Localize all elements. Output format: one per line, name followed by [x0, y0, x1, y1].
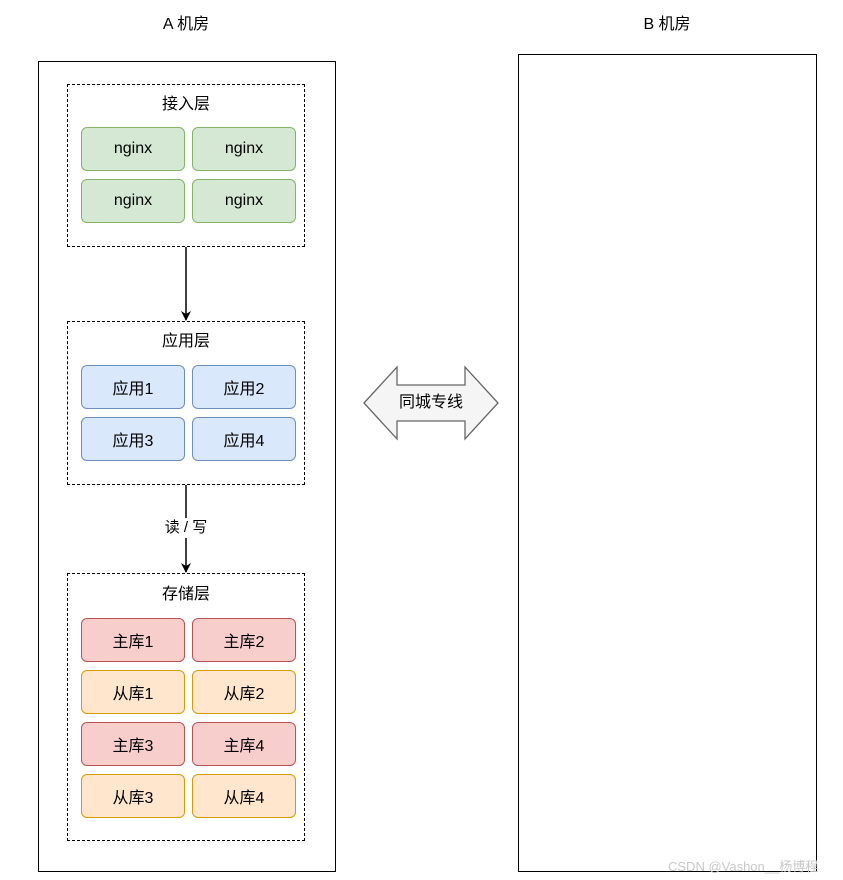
- nginx-node-1: nginx: [81, 127, 185, 171]
- slave-db-3: 从库3: [81, 774, 185, 818]
- room-b-title: B 机房: [643, 16, 691, 33]
- access-layer-group: 接入层 nginx nginx nginx nginx: [67, 84, 305, 247]
- app-layer-title: 应用层: [161, 333, 210, 350]
- nginx-node-3: nginx: [81, 179, 185, 223]
- nginx-node-2: nginx: [192, 127, 296, 171]
- room-a-title: A 机房: [162, 16, 210, 33]
- app-node-2: 应用2: [192, 365, 296, 409]
- link-label: 同城专线: [398, 394, 463, 411]
- room-b-container: [518, 54, 817, 872]
- master-db-3: 主库3: [81, 722, 185, 766]
- storage-layer-title: 存储层: [161, 586, 210, 603]
- slave-db-4: 从库4: [192, 774, 296, 818]
- nginx-node-4: nginx: [192, 179, 296, 223]
- master-db-2: 主库2: [192, 618, 296, 662]
- storage-layer-group: 存储层 主库1 主库2 从库1 从库2 主库3 主库4 从库3 从库4: [67, 573, 305, 841]
- app-node-1: 应用1: [81, 365, 185, 409]
- slave-db-1: 从库1: [81, 670, 185, 714]
- link-double-arrow: [363, 365, 499, 441]
- watermark: CSDN @Vashon__杨博程: [668, 859, 819, 874]
- slave-db-2: 从库2: [192, 670, 296, 714]
- master-db-1: 主库1: [81, 618, 185, 662]
- app-node-4: 应用4: [192, 417, 296, 461]
- access-layer-title: 接入层: [161, 96, 210, 113]
- app-layer-group: 应用层 应用1 应用2 应用3 应用4: [67, 321, 305, 485]
- master-db-4: 主库4: [192, 722, 296, 766]
- app-node-3: 应用3: [81, 417, 185, 461]
- read-write-label: 读 / 写: [156, 518, 216, 538]
